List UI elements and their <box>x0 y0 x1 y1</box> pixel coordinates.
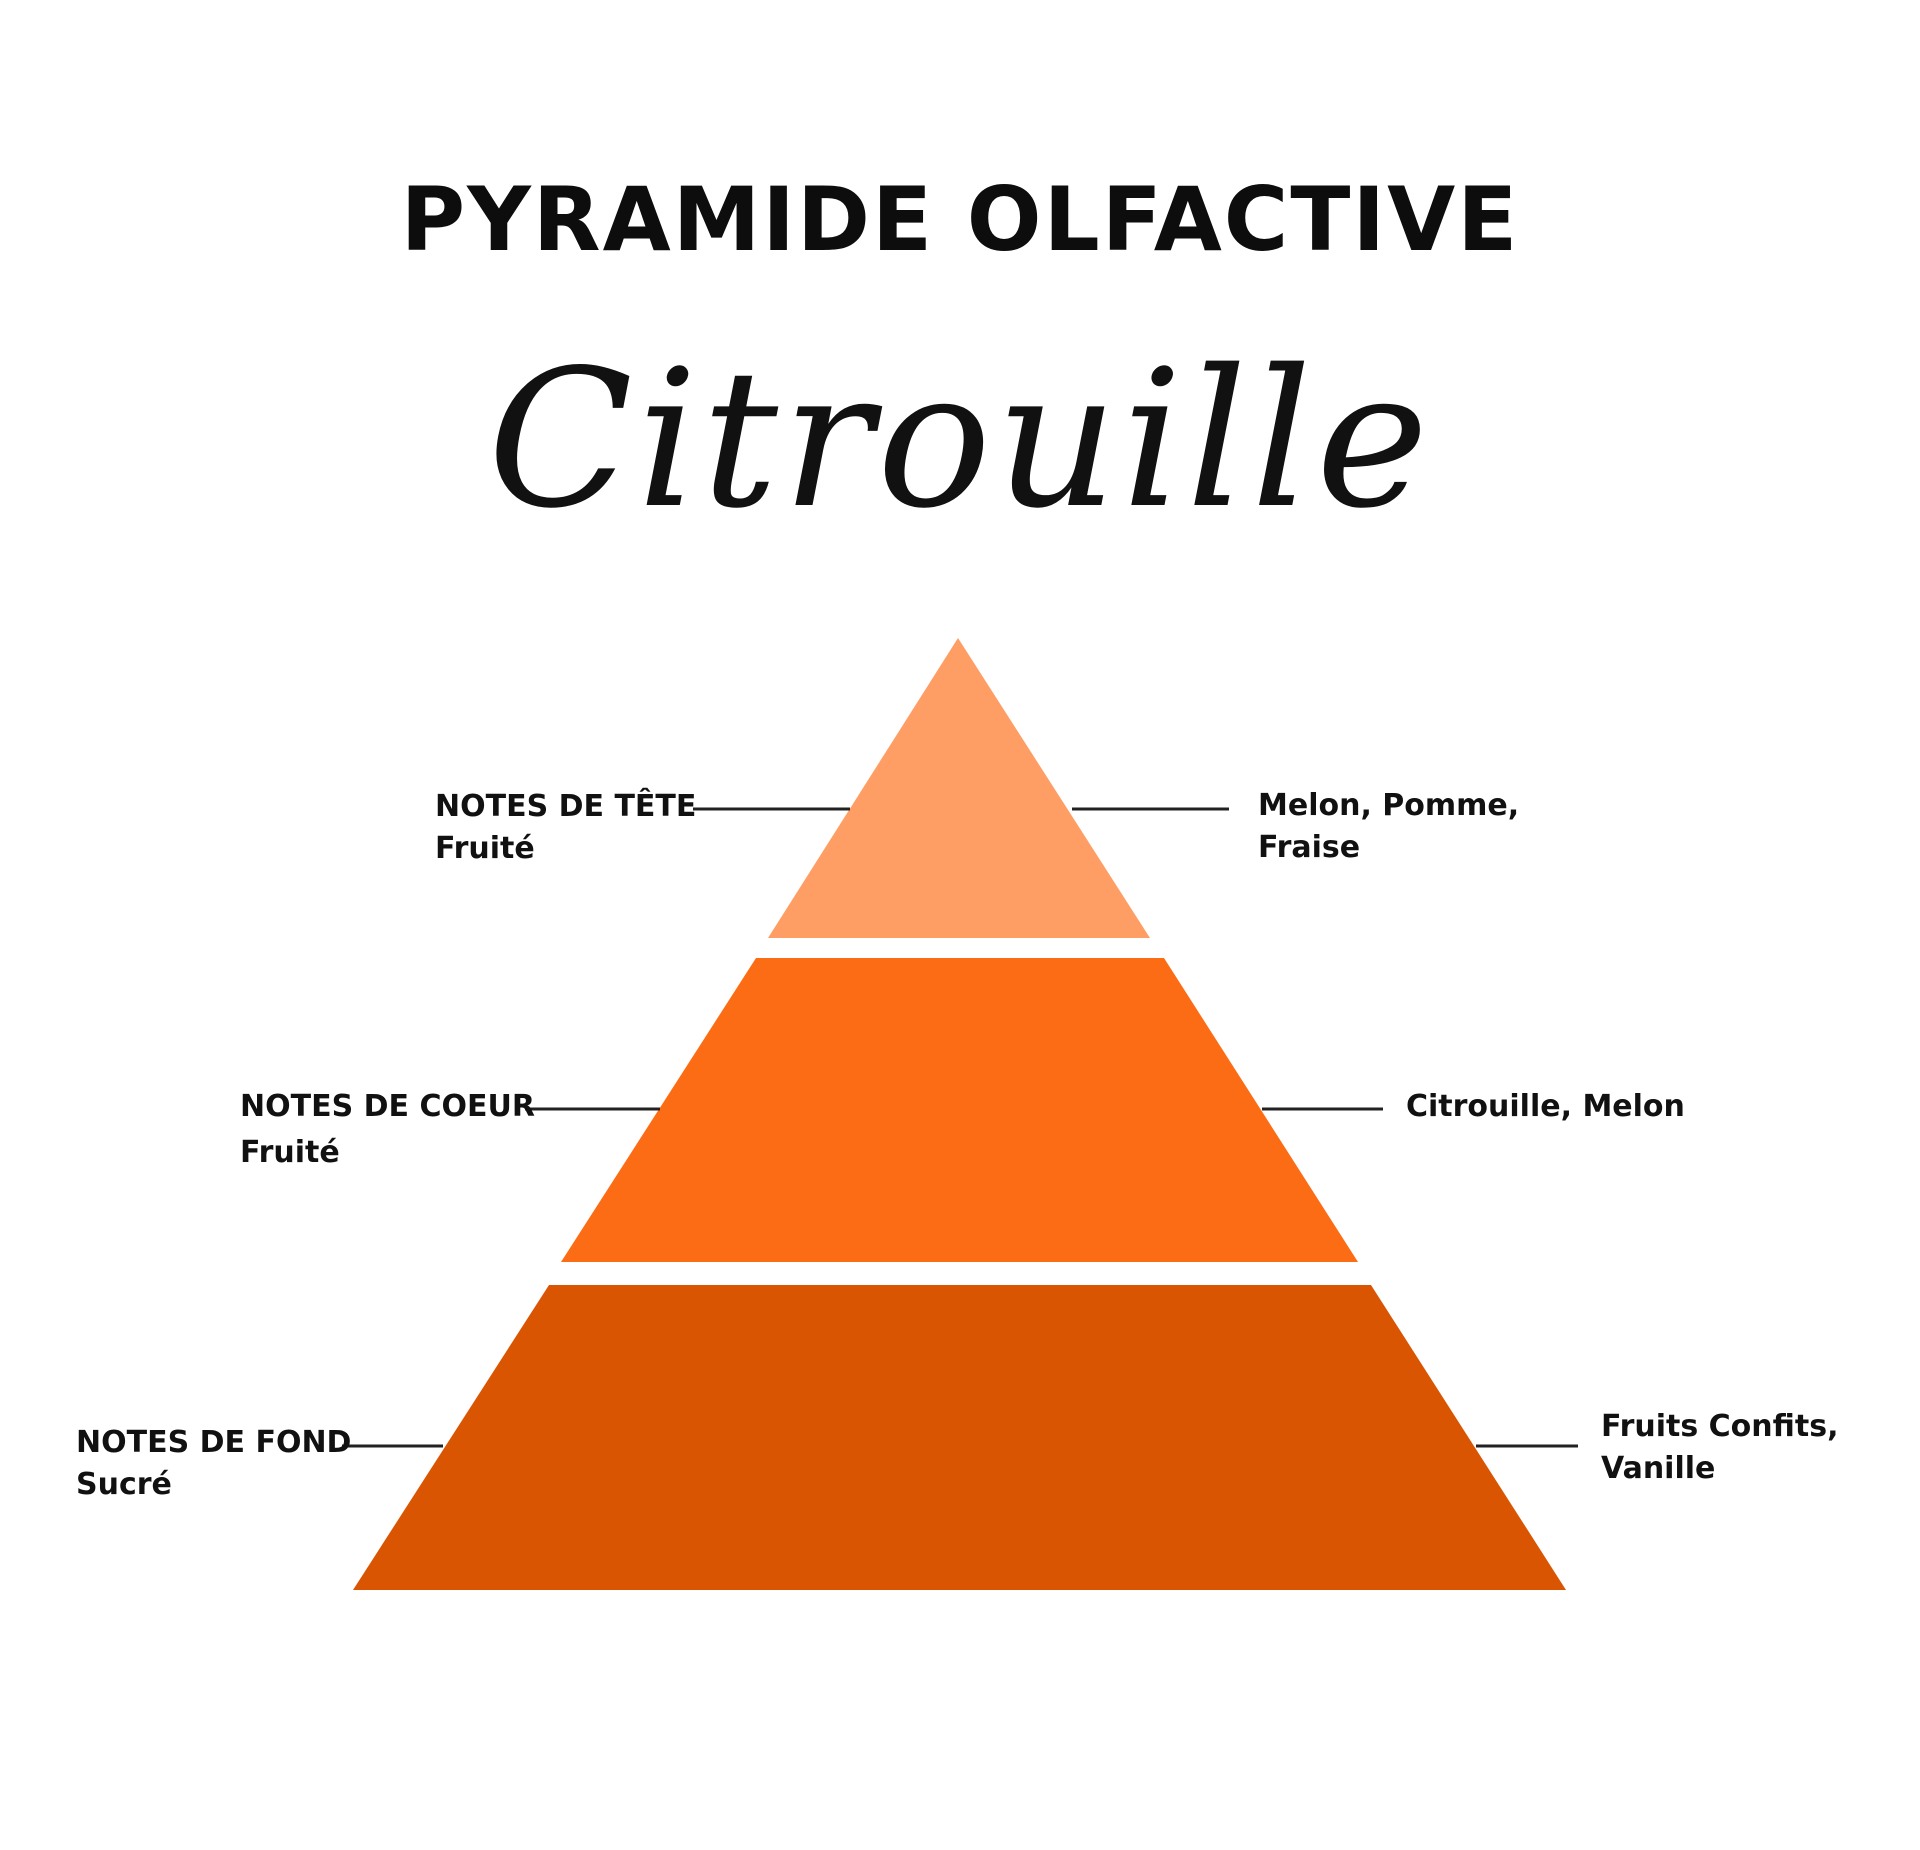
tier-middle-notes-line1: Citrouille, Melon <box>1406 1089 1685 1124</box>
tier-top-notes: Melon, Pomme, Fraise <box>1258 785 1519 869</box>
tier-bottom-notes-line1: Fruits Confits, <box>1601 1409 1839 1444</box>
tier-bottom-label: NOTES DE FOND Sucré <box>76 1422 351 1506</box>
tier-middle-family: Fruité <box>240 1135 340 1170</box>
tier-top-shape <box>768 638 1150 938</box>
tier-middle-label-name: NOTES DE COEUR <box>240 1089 535 1124</box>
tier-top-family: Fruité <box>435 831 535 866</box>
diagram-title: PYRAMIDE OLFACTIVE <box>400 168 1520 271</box>
tier-top-notes-line1: Melon, Pomme, <box>1258 788 1520 823</box>
diagram-subtitle: Citrouille <box>487 329 1433 550</box>
tier-top-label: NOTES DE TÊTE Fruité <box>435 786 696 870</box>
tier-bottom-shape <box>353 1285 1566 1590</box>
tier-middle-shape <box>561 958 1358 1262</box>
tier-middle-label: NOTES DE COEUR Fruité <box>240 1086 535 1174</box>
tier-middle-notes: Citrouille, Melon <box>1406 1086 1685 1128</box>
tier-bottom-notes-line2: Vanille <box>1601 1451 1716 1486</box>
tier-bottom-label-name: NOTES DE FOND <box>76 1425 352 1460</box>
tier-bottom-family: Sucré <box>76 1467 172 1502</box>
tier-top-label-name: NOTES DE TÊTE <box>435 789 697 824</box>
tier-top-notes-line2: Fraise <box>1258 830 1361 865</box>
tier-bottom-notes: Fruits Confits, Vanille <box>1601 1406 1838 1490</box>
